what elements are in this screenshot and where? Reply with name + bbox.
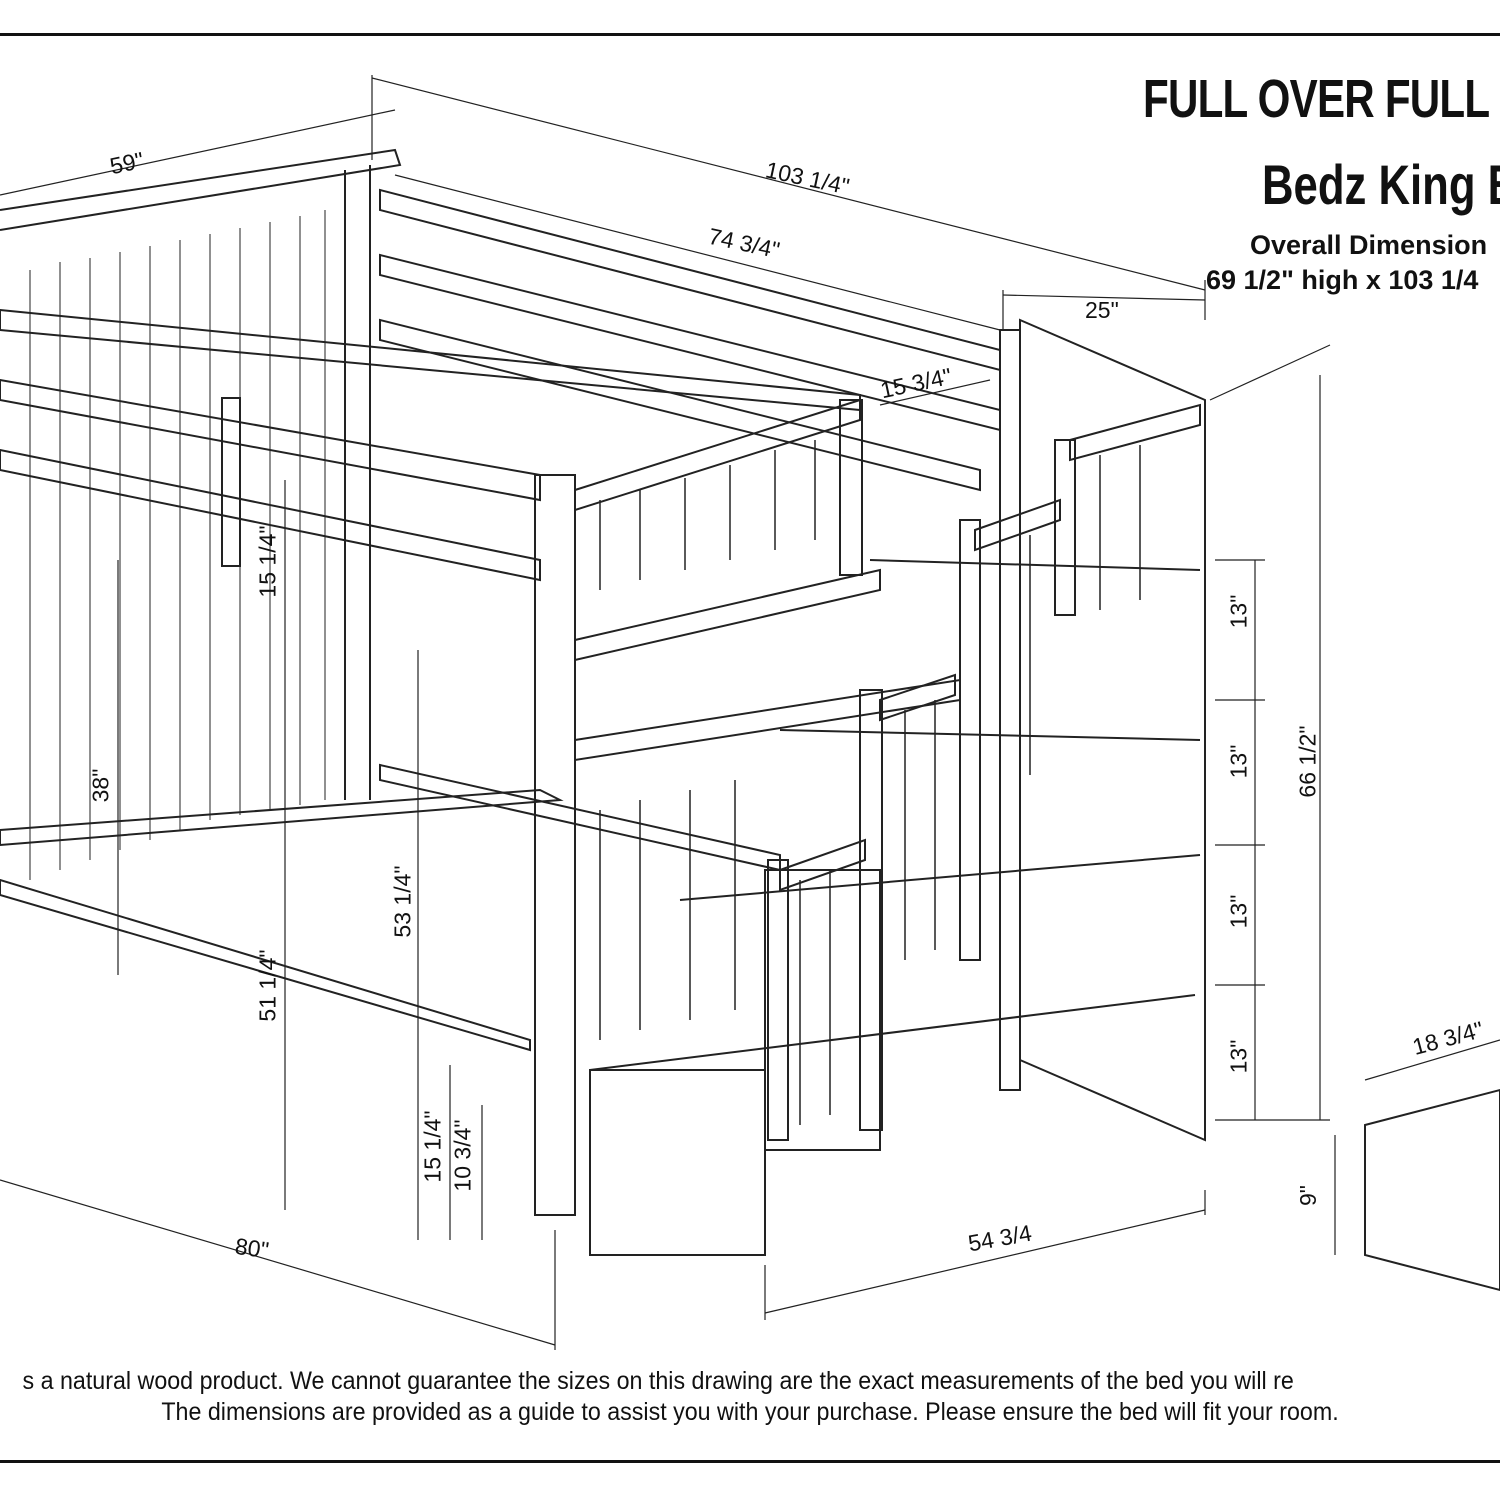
top-border xyxy=(0,33,1500,36)
dim-step-1: 13" xyxy=(1225,594,1252,629)
dim-stair-depth: 25" xyxy=(1085,297,1119,323)
drawer xyxy=(1364,1088,1500,1292)
staircase xyxy=(589,318,1206,1256)
dim-upper-rail-height: 15 1/4" xyxy=(254,525,281,598)
dim-lower-deck-height: 10 3/4" xyxy=(449,1119,476,1192)
dim-upper-mattress-height: 53 1/4" xyxy=(389,865,416,938)
dim-lower-rail-height: 15 1/4" xyxy=(419,1110,446,1183)
lower-bed xyxy=(0,763,781,1052)
product-title: FULL OVER FULL xyxy=(1143,69,1490,129)
bottom-border xyxy=(0,1460,1500,1463)
dim-bed-length: 80" xyxy=(233,1232,271,1264)
dim-under-upper-height: 51 1/4" xyxy=(254,949,281,1022)
dim-step-4: 13" xyxy=(1225,1039,1252,1074)
dim-step-3: 13" xyxy=(1225,894,1252,929)
dim-stair-height: 66 1/2" xyxy=(1294,725,1321,798)
overall-dimensions-value: 69 1/2" high x 103 1/4 xyxy=(1206,265,1479,295)
dim-drawer-height: 9" xyxy=(1294,1185,1321,1206)
dimension-lines xyxy=(0,75,1500,1350)
overall-dimensions-label: Overall Dimension xyxy=(1250,230,1488,260)
disclaimer-line-1: s a natural wood product. We cannot guar… xyxy=(22,1367,1294,1395)
disclaimer-line-2: The dimensions are provided as a guide t… xyxy=(161,1398,1339,1426)
headboard xyxy=(0,148,402,880)
dim-lower-bed-clearance: 38" xyxy=(87,768,114,803)
dim-step-2: 13" xyxy=(1225,744,1252,779)
brand-name: Bedz King B xyxy=(1262,153,1500,216)
